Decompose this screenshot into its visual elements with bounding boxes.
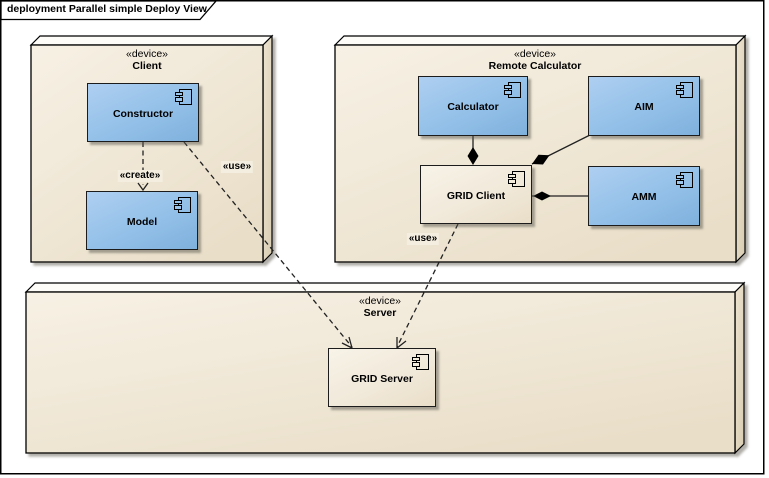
component-aim[interactable]: AIM bbox=[588, 76, 700, 136]
component-icon bbox=[676, 172, 693, 188]
component-constructor[interactable]: Constructor bbox=[87, 83, 199, 142]
component-label: GRID Client bbox=[446, 189, 506, 202]
server-stereotype: «device» bbox=[358, 295, 402, 307]
component-icon bbox=[504, 82, 521, 98]
component-grid-client[interactable]: GRID Client bbox=[420, 165, 532, 224]
composition-diamond-icon bbox=[467, 147, 479, 165]
create-connector-label: «create» bbox=[117, 170, 163, 182]
component-icon bbox=[174, 197, 191, 213]
remote-calculator-top-face bbox=[333, 35, 747, 46]
component-label: GRID Server bbox=[351, 372, 413, 385]
connector-composition-calculator[interactable] bbox=[467, 136, 479, 165]
connector-composition-aim[interactable] bbox=[531, 134, 591, 165]
open-arrowhead-icon bbox=[137, 182, 149, 192]
component-label: Constructor bbox=[112, 107, 174, 120]
component-label: AIM bbox=[634, 101, 654, 113]
remote-calculator-name: Remote Calculator bbox=[488, 60, 582, 72]
remote-calculator-side-face bbox=[735, 34, 746, 264]
client-name: Client bbox=[132, 60, 162, 72]
server-top-face bbox=[24, 282, 746, 293]
diagram-tab-shape bbox=[0, 0, 218, 21]
component-grid-server[interactable]: GRID Server bbox=[328, 348, 436, 407]
composition-diamond-icon bbox=[532, 154, 550, 165]
component-icon bbox=[175, 89, 192, 105]
component-model[interactable]: Model bbox=[86, 191, 198, 250]
component-amm[interactable]: AMM bbox=[588, 166, 700, 226]
component-label: Calculator bbox=[447, 101, 499, 113]
component-label: Model bbox=[126, 215, 158, 228]
component-icon bbox=[412, 354, 429, 370]
composition-diamond-icon bbox=[533, 191, 551, 201]
diagram-tab-title: deployment Parallel simple Deploy View bbox=[7, 3, 207, 15]
server-name: Server bbox=[363, 307, 397, 319]
component-calculator[interactable]: Calculator bbox=[418, 76, 528, 136]
client-side-face bbox=[262, 34, 273, 264]
component-icon bbox=[508, 171, 525, 187]
component-label: AMM bbox=[631, 191, 657, 203]
server-side-face bbox=[734, 281, 745, 455]
use-connector-label-gridclient: «use» bbox=[406, 233, 440, 245]
use-connector-label-constructor: «use» bbox=[220, 161, 254, 173]
connector-composition-amm[interactable] bbox=[532, 191, 588, 201]
client-stereotype: «device» bbox=[125, 48, 169, 60]
component-icon bbox=[676, 82, 693, 98]
remote-calculator-stereotype: «device» bbox=[513, 48, 557, 60]
client-top-face bbox=[29, 35, 274, 46]
